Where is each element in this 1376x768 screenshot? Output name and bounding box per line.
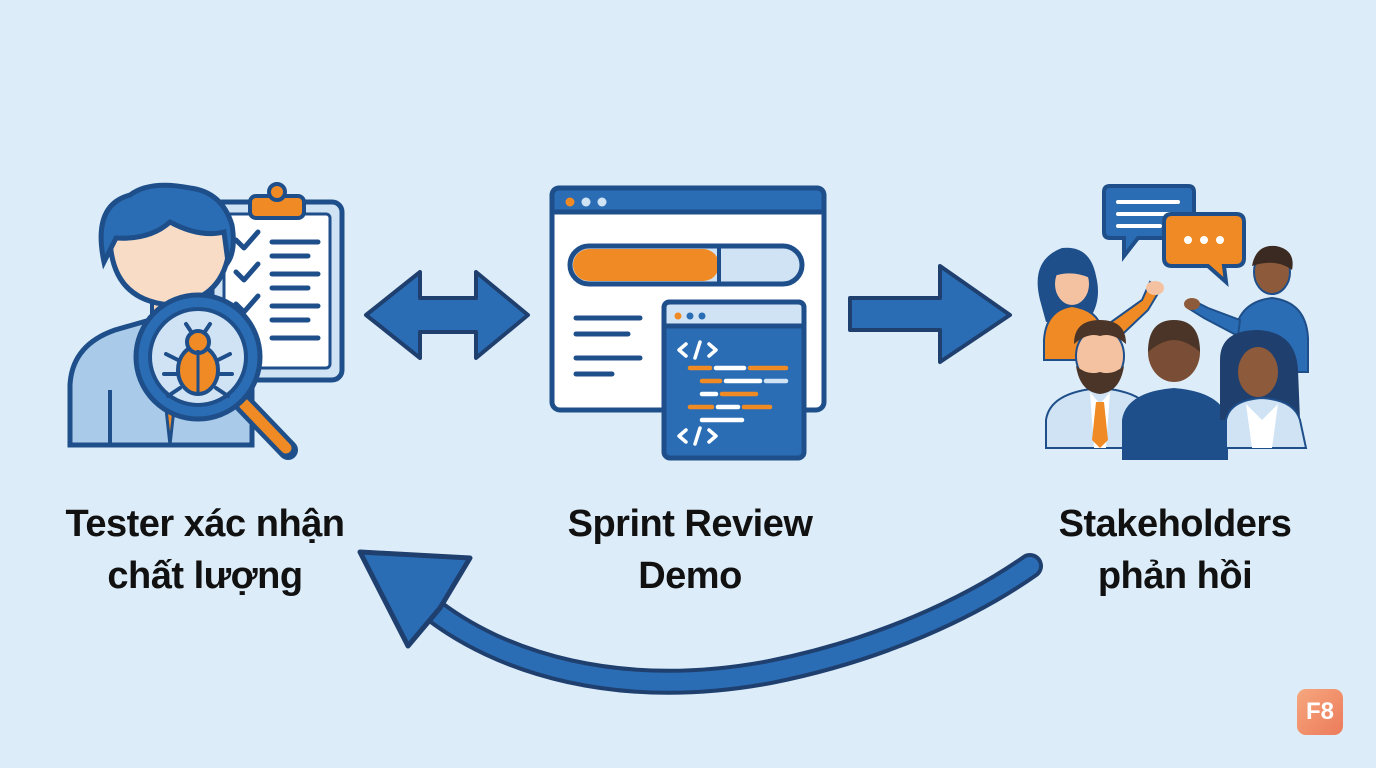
right-arrow-icon	[848, 264, 1012, 364]
stakeholders-label-line2: phản hồi	[1097, 555, 1253, 597]
curved-return-arrow-icon	[357, 549, 1043, 695]
f8-logo: F8	[1297, 689, 1343, 735]
magnifier-bug-icon	[133, 292, 298, 460]
sprint-label-line2: Demo	[638, 555, 742, 597]
tester-label-line1: Tester xác nhận	[65, 503, 345, 545]
tester-icon	[67, 182, 345, 460]
sprint-review-label: Sprint Review Demo	[520, 498, 860, 602]
stakeholders-label-line1: Stakeholders	[1058, 503, 1292, 545]
code-window-icon	[661, 299, 807, 461]
progress-bar	[567, 243, 805, 287]
tester-label-line2: chất lượng	[107, 555, 303, 597]
sprint-label-line1: Sprint Review	[567, 503, 813, 545]
chat-bubble-icon	[1102, 184, 1246, 288]
stakeholders-icon	[1037, 184, 1309, 460]
stakeholders-label: Stakeholders phản hồi	[1000, 498, 1350, 602]
tester-label: Tester xác nhận chất lượng	[20, 498, 390, 602]
double-arrow-icon	[364, 270, 530, 360]
